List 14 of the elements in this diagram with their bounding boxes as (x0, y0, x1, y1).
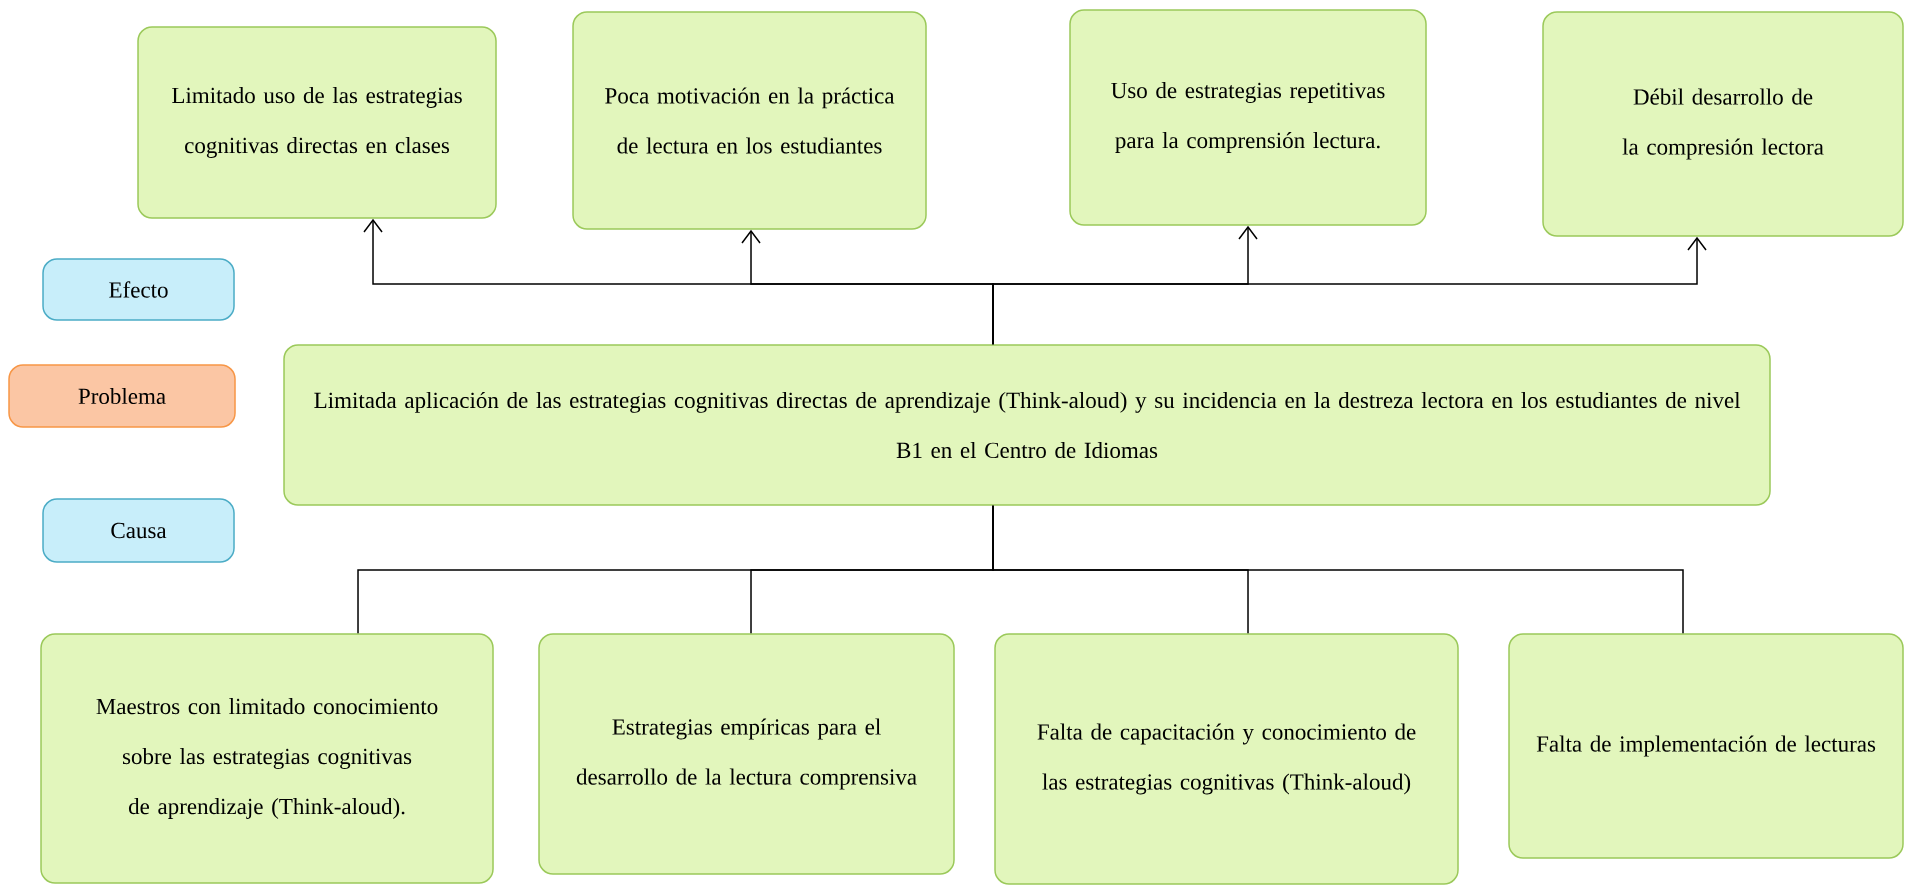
connector (992, 236, 1707, 345)
statement-box: Débil desarrollo de la compresión lectora (1542, 11, 1904, 237)
statement-box: Uso de estrategias repetitivas para la comprensión lectura. (1069, 9, 1427, 226)
statement-box: Maestros con limitado conocimiento sobre las estrategias cognitivas de aprendizaje (Think-aloud). (40, 633, 494, 884)
statement-box: Falta de implementación de lecturas (1508, 633, 1904, 859)
statement-box: Poca motivación en la práctica de lectura en los estudiantes (572, 11, 927, 230)
label-box: Problema (8, 364, 236, 428)
statement-box: Falta de capacitación y conocimiento de las estrategias cognitivas (Think-aloud) (994, 633, 1459, 885)
statement-box: Estrategias empíricas para el desarrollo de la lectura comprensiva (538, 633, 955, 875)
label-box: Causa (42, 498, 235, 563)
connector (992, 505, 1684, 634)
label-box: Efecto (42, 258, 235, 321)
statement-box: Limitada aplicación de las estrategias cognitivas directas de aprendizaje (Think-aloud) y su incidencia en la destreza lectora en los estudiantes de nivel B1 en el Centro de Idiomas (283, 344, 1771, 506)
statement-box: Limitado uso de las estrategias cognitivas directas en clases (137, 26, 497, 219)
